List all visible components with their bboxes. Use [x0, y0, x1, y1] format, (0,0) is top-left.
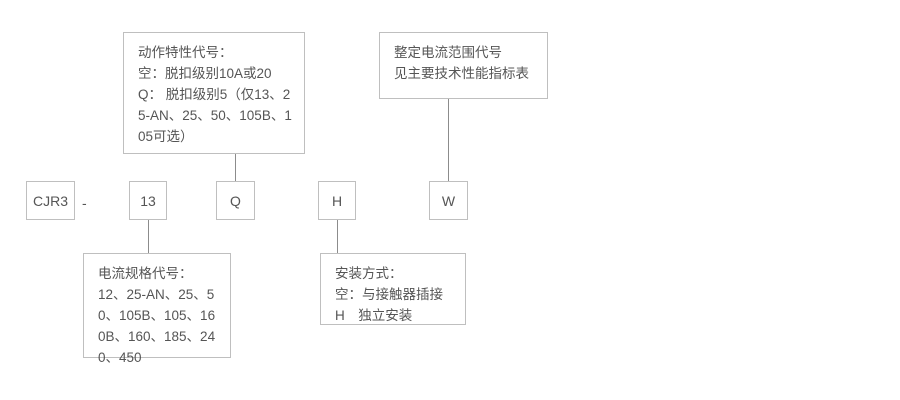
connector-line-action — [235, 154, 236, 181]
note-box-current-setting-range: 整定电流范围代号 见主要技术性能指标表 — [379, 32, 548, 99]
code-box-current-rating: 13 — [129, 181, 167, 220]
connector-line-range — [448, 99, 449, 181]
code-box-mounting-type: H — [318, 181, 356, 220]
connector-line-rating — [148, 220, 149, 253]
connector-line-mounting — [337, 220, 338, 253]
code-box-action-characteristic: Q — [216, 181, 255, 220]
note-box-action-characteristic: 动作特性代号： 空：脱扣级别10A或20 Q： 脱扣级别5（仅13、25-AN、… — [123, 32, 305, 154]
note-box-mounting-type: 安装方式： 空：与接触器插接 H 独立安装 — [320, 253, 466, 325]
code-separator-dash: - — [82, 195, 87, 211]
code-box-series: CJR3 — [26, 181, 75, 220]
code-box-setting-range: W — [429, 181, 468, 220]
note-box-current-spec: 电流规格代号： 12、25-AN、25、50、105B、105、160B、160… — [83, 253, 231, 365]
